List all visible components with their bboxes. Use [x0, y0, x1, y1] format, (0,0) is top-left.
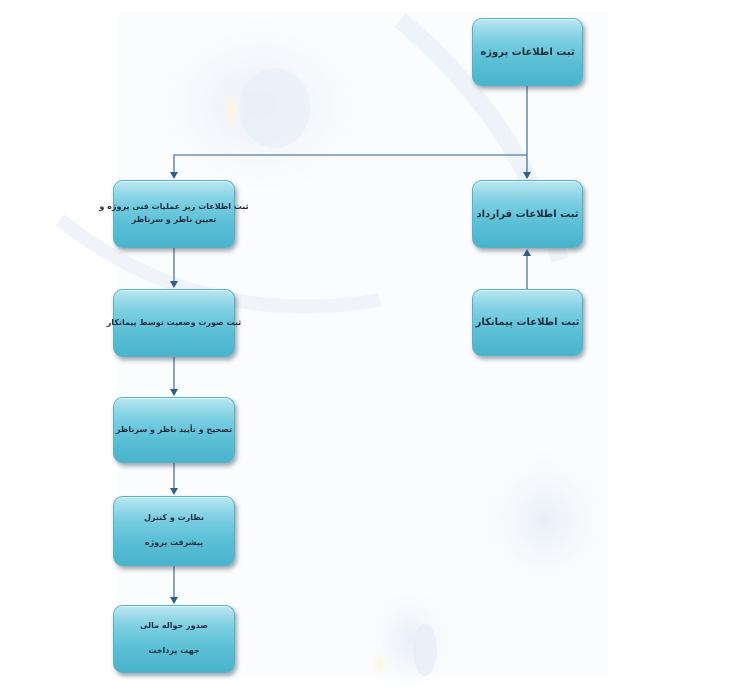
step-correct-approve: تصحیح و تأیید ناظر و سرناظر	[113, 397, 235, 463]
step-register-status-report: ثبت صورت وضعیت توسط پیمانکار	[107, 289, 241, 357]
connector-branch-details	[170, 154, 527, 179]
step-label: ثبت اطلاعات قرارداد	[476, 208, 579, 220]
step-issue-payment-order: صدور حواله مالی جهت پرداخت	[113, 605, 235, 673]
step-register-project: ثبت اطلاعات پروژه	[472, 18, 583, 86]
step-label: پیشرفت پروژه	[144, 538, 204, 547]
step-register-contractor: ثبت اطلاعات پیمانکار	[472, 289, 583, 356]
step-label: نظارت و کنترل	[143, 513, 205, 523]
step-register-technical-details: ثبت اطلاعات ریز عملیات فنی پروژه و تعیین…	[99, 180, 249, 248]
step-label: ثبت صورت وضعیت توسط پیمانکار	[106, 317, 242, 327]
step-supervise-progress: نظارت و کنترل پیشرفت پروژه	[113, 496, 235, 566]
step-label: ثبت اطلاعات پروژه	[480, 46, 575, 58]
step-register-contract: ثبت اطلاعات قرارداد	[472, 180, 583, 248]
step-label: تعیین ناظر و سرناظر	[131, 215, 217, 224]
step-label: ثبت اطلاعات پیمانکار	[475, 317, 580, 328]
step-label: جهت پرداخت	[148, 646, 200, 655]
step-label: تصحیح و تأیید ناظر و سرناظر	[115, 424, 233, 434]
step-label: ثبت اطلاعات ریز عملیات فنی پروژه و	[99, 202, 249, 212]
step-label: صدور حواله مالی	[140, 621, 208, 631]
